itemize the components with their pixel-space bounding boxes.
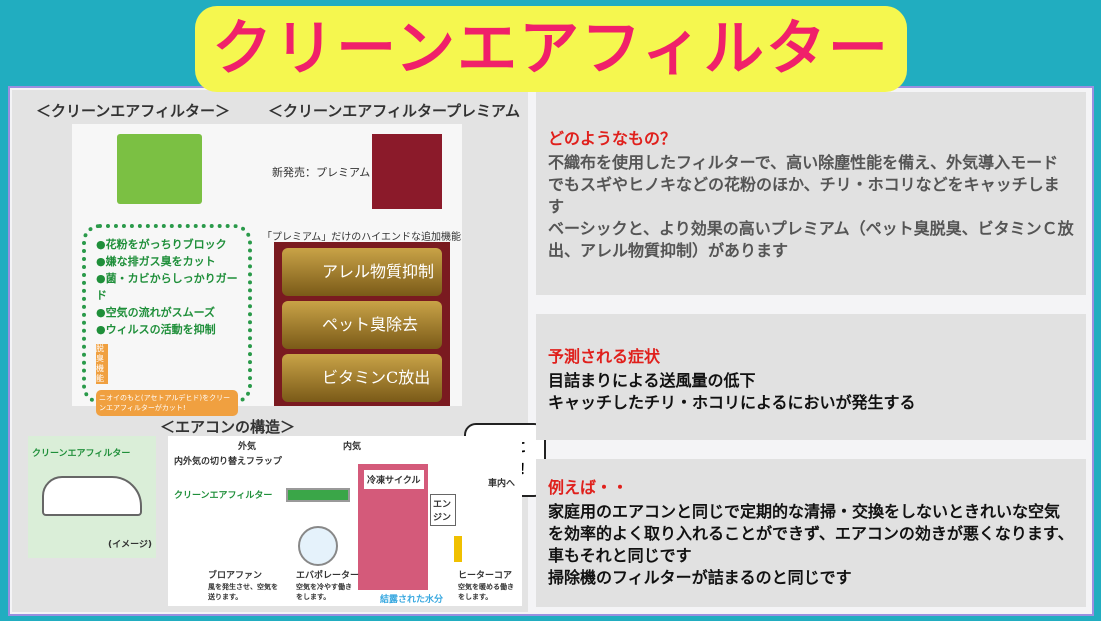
- heater-desc: 空気を暖める働きをします。: [458, 583, 514, 601]
- heater-label: ヒーターコア: [458, 571, 513, 581]
- deodorize-note: ニオイのもと(アセトアルデヒド)をクリーンエアフィルターがカット!: [96, 390, 238, 416]
- blower-fan-icon: [298, 526, 338, 566]
- box-text: ベーシックと、より効果の高いプレミアム（ペット臭脱臭、ビタミンＣ放出、アレル物質…: [548, 219, 1074, 260]
- box-text: 家庭用のエアコンと同じで定期的な清掃・交換をしないときれいな空気を効率的よく取り…: [548, 502, 1074, 565]
- premium-filter-icon: [372, 134, 442, 209]
- feature-item: ●菌・カビからしっかりガード: [96, 272, 238, 302]
- feature-vitamin-c: ビタミンC放出: [282, 354, 442, 402]
- standard-features: ●花粉をがっちりブロック ●嫌な排ガス臭をカット ●菌・カビからしっかりガード …: [82, 224, 252, 416]
- box-text: 掃除機のフィルターが詰まるのと同じです: [548, 568, 852, 587]
- heater-core-icon: [454, 536, 462, 562]
- evaporator-label: エバポレーター: [296, 571, 360, 581]
- box-text: 目詰まりによる送風量の低下: [548, 371, 756, 390]
- new-release-label: 新発売：プレミアム: [272, 166, 371, 179]
- box-text: 不織布を使用したフィルターで、高い除塵性能を備え、外気導入モードでもスギやヒノキ…: [548, 153, 1060, 216]
- box-symptoms: 予測される症状 目詰まりによる送風量の低下 キャッチしたチリ・ホコリによるにおい…: [536, 314, 1086, 440]
- car-image: クリーンエアフィルター (イメージ): [28, 436, 156, 558]
- deodorize-label: 脱臭機能: [96, 344, 108, 384]
- image-note: (イメージ): [107, 540, 152, 550]
- standard-filter-icon: [117, 134, 202, 204]
- box-what-is-it: どのようなもの？ 不織布を使用したフィルターで、高い除塵性能を備え、外気導入モー…: [536, 92, 1086, 295]
- standard-header: ＜クリーンエアフィルター＞: [36, 102, 230, 120]
- inside-air-label: 内気: [343, 442, 362, 452]
- box-example: 例えば・・ 家庭用のエアコンと同じで定期的な清掃・交換をしないときれいな空気を効…: [536, 459, 1086, 607]
- filter-icon: [286, 488, 350, 502]
- box-heading: 例えば・・: [548, 478, 629, 497]
- aircon-header: ＜エアコンの構造＞: [160, 418, 296, 436]
- engine-label: エンジン: [430, 494, 456, 526]
- feature-pet-odor: ペット臭除去: [282, 301, 442, 349]
- left-section: ＜クリーンエアフィルター＞ ＜クリーンエアフィルタープレミアム＞ 新発売：プレミ…: [12, 90, 546, 612]
- water-label: 結露された水分: [380, 595, 444, 605]
- cycle-label: 冷凍サイクル: [364, 470, 424, 489]
- flap-label: 内外気の切り替えフラップ: [174, 457, 282, 467]
- feature-item: ●ウィルスの活動を抑制: [96, 323, 216, 336]
- car-icon: [42, 476, 142, 516]
- filter-image: 新発売：プレミアム 「プレミアム」だけのハイエンドな追加機能 ●花粉をがっちりブ…: [72, 124, 462, 416]
- slide-title: クリーンエアフィルター: [195, 6, 907, 92]
- outside-air-label: 外気: [238, 442, 257, 452]
- filter-label: クリーンエアフィルター: [174, 491, 273, 501]
- car-filter-label: クリーンエアフィルター: [32, 449, 131, 459]
- feature-item: ●花粉をがっちりブロック: [96, 238, 227, 251]
- box-heading: どのようなもの？: [548, 129, 677, 148]
- feature-allergen: アレル物質抑制: [282, 248, 442, 296]
- blower-desc: 風を発生させ、空気を送ります。: [208, 583, 278, 601]
- box-heading: 予測される症状: [548, 347, 661, 366]
- feature-item: ●嫌な排ガス臭をカット: [96, 255, 216, 268]
- to-cabin-label: 車内へ: [488, 479, 516, 489]
- content-panel: ＜クリーンエアフィルター＞ ＜クリーンエアフィルタープレミアム＞ 新発売：プレミ…: [8, 86, 1094, 616]
- feature-item: ●空気の流れがスムーズ: [96, 306, 216, 319]
- box-text: キャッチしたチリ・ホコリによるにおいが発生する: [548, 393, 916, 412]
- premium-caption: 「プレミアム」だけのハイエンドな追加機能: [262, 232, 461, 243]
- aircon-diagram: 外気 内気 内外気の切り替えフラップ クリーンエアフィルター 冷凍サイクル エン…: [168, 436, 522, 606]
- blower-label: ブロアファン: [208, 571, 263, 581]
- evaporator-desc: 空気を冷やす働きをします。: [296, 583, 352, 601]
